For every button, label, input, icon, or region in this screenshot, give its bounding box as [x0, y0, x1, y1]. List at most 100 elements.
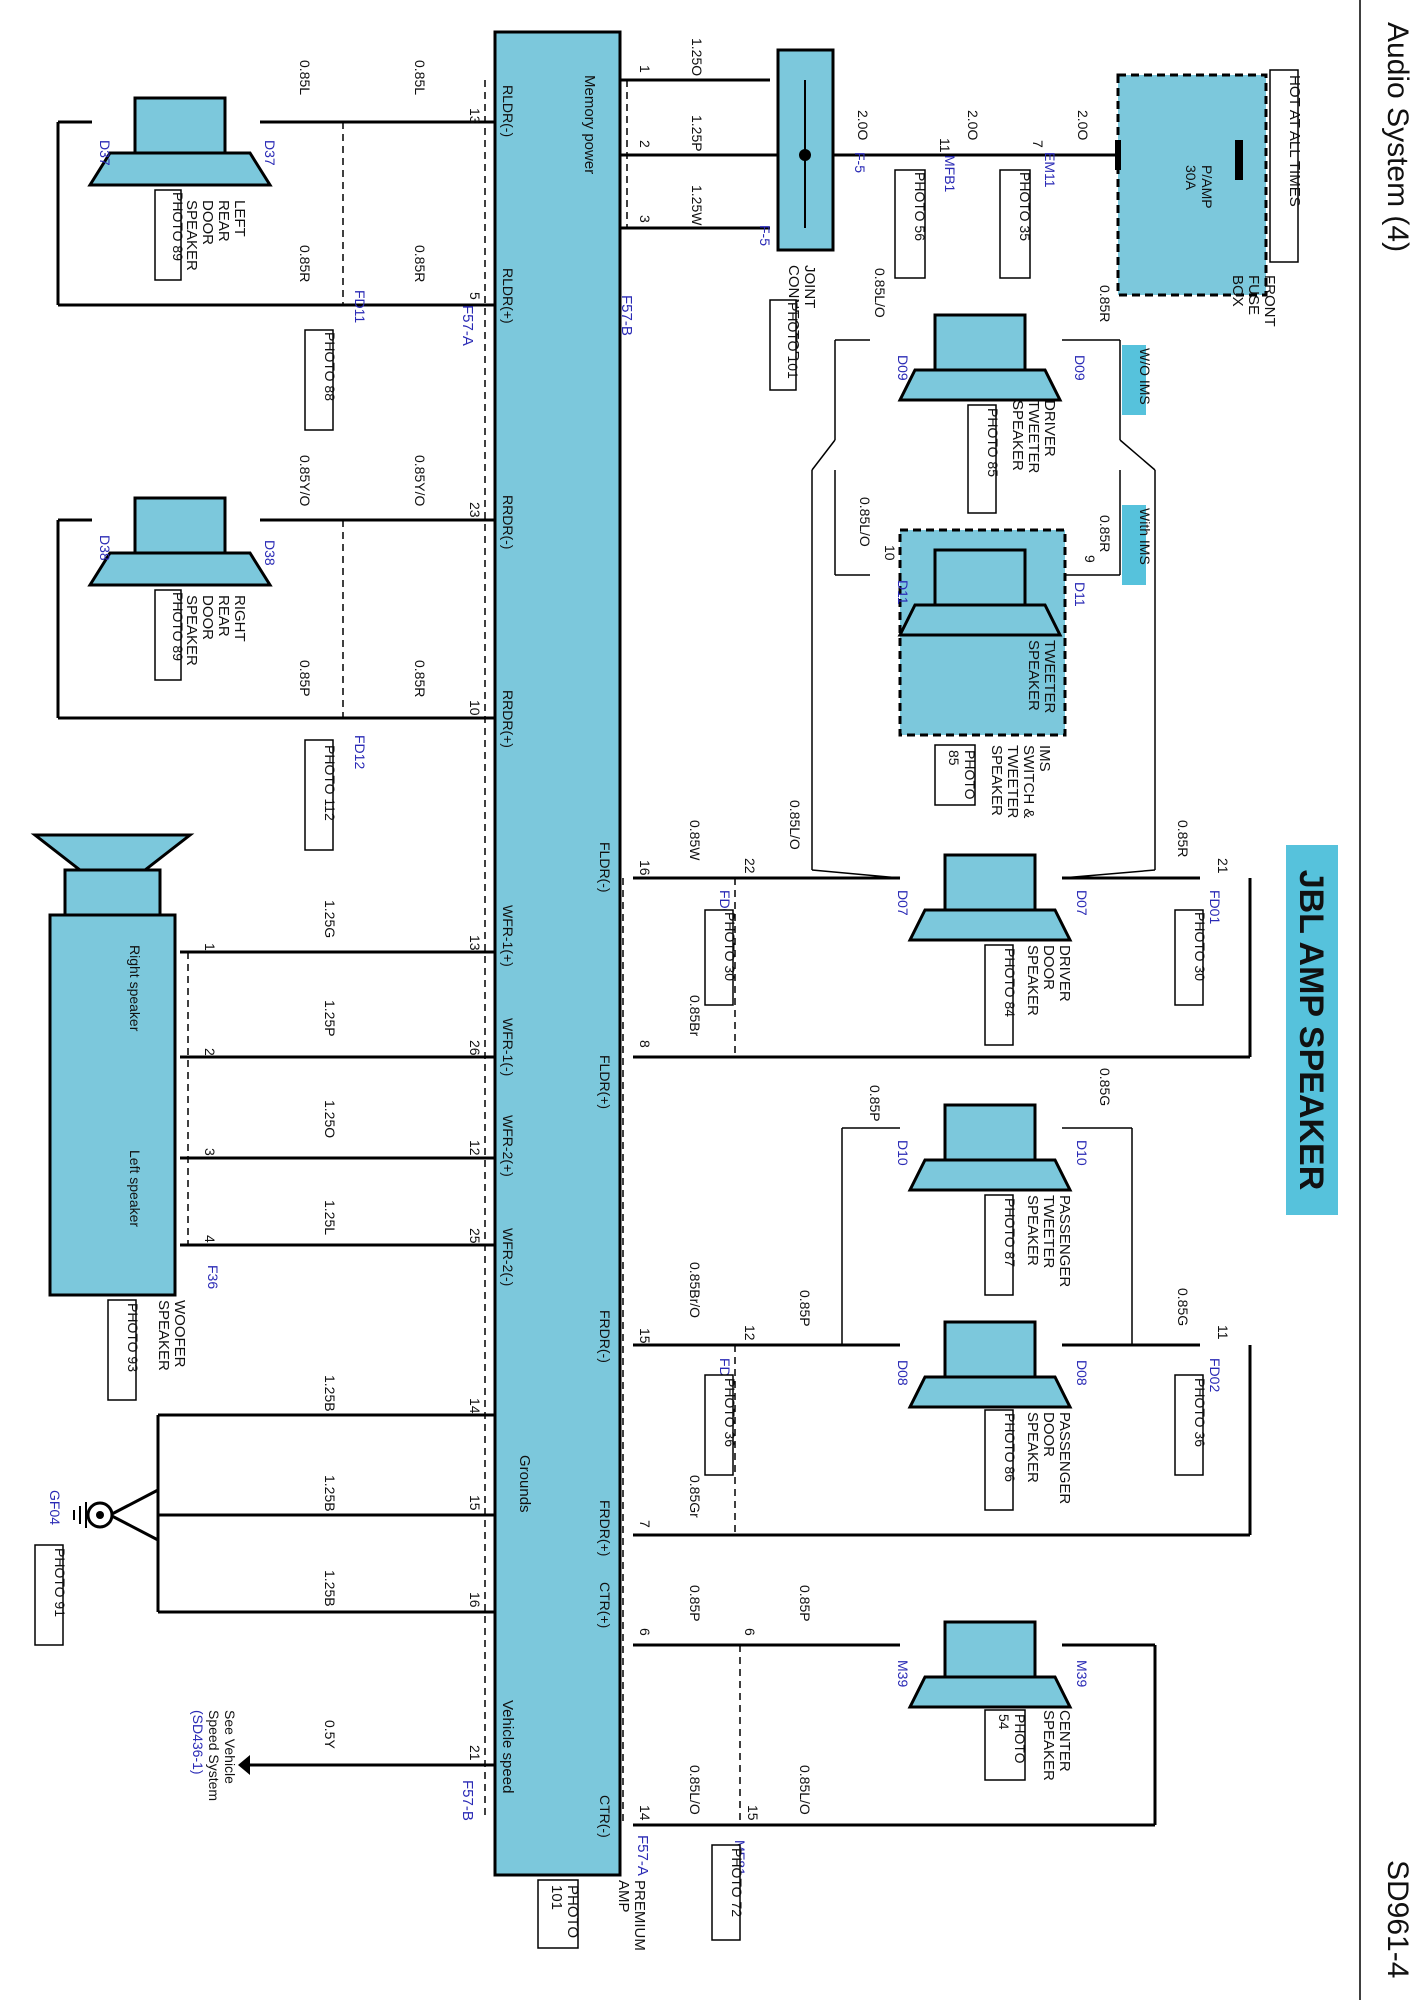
left-rear-door-speaker: LEFT REAR DOOR SPEAKER PHOTO 89 D37 D37 …	[87, 60, 428, 431]
mfb1: 11 MFB1 PHOTO 56 2.0O	[855, 110, 958, 279]
svg-text:1.25O: 1.25O	[689, 38, 705, 76]
right-rear-door-speaker: RIGHT REAR DOOR SPEAKER PHOTO 89 D38 D38…	[87, 455, 428, 851]
svg-text:GF04: GF04	[47, 1490, 63, 1525]
front-fuse-box	[1116, 73, 1268, 297]
svg-text:SPEAKER: SPEAKER	[1025, 640, 1042, 711]
svg-text:RIGHT: RIGHT	[231, 595, 248, 642]
svg-text:D37: D37	[97, 140, 113, 166]
svg-text:M39: M39	[1074, 1660, 1090, 1687]
svg-text:PASSENGER: PASSENGER	[1056, 1195, 1073, 1287]
svg-text:0.85L/O: 0.85L/O	[872, 268, 888, 318]
amp-pin-label: RRDR(-)	[500, 495, 516, 549]
svg-text:0.85L/O: 0.85L/O	[687, 1765, 703, 1815]
svg-text:1.25P: 1.25P	[689, 115, 705, 152]
svg-text:7: 7	[1030, 140, 1046, 148]
svg-text:PHOTO 30: PHOTO 30	[1192, 912, 1208, 981]
svg-text:PHOTO 101: PHOTO 101	[785, 302, 801, 379]
svg-text:0.85R: 0.85R	[412, 245, 428, 282]
svg-text:TWEETER: TWEETER	[1025, 400, 1042, 473]
svg-text:F57-B: F57-B	[459, 1780, 476, 1821]
svg-text:SPEAKER: SPEAKER	[1024, 1195, 1041, 1266]
svg-text:6: 6	[742, 1628, 758, 1636]
svg-text:(SD436-1): (SD436-1)	[190, 1710, 206, 1775]
amp-pin-label: WFR-1(-)	[500, 1018, 516, 1076]
svg-text:0.85Y/O: 0.85Y/O	[412, 455, 428, 506]
passenger-door-speaker: PASSENGER DOOR SPEAKER PHOTO 86 D08 D08 …	[687, 1262, 1231, 1518]
svg-text:MFB1: MFB1	[942, 155, 958, 193]
svg-text:0.85L: 0.85L	[297, 60, 313, 95]
ground-gf04: GF04 PHOTO 91 1.25B 1.25B 1.25B	[34, 1375, 338, 1646]
svg-text:SPEAKER: SPEAKER	[1024, 1412, 1041, 1483]
svg-text:PASSENGER: PASSENGER	[1056, 1412, 1073, 1504]
svg-text:D07: D07	[895, 890, 911, 916]
svg-text:2.0O: 2.0O	[1075, 110, 1091, 140]
svg-text:D11: D11	[895, 580, 911, 605]
svg-text:SPEAKER: SPEAKER	[1024, 945, 1041, 1016]
svg-text:PHOTO 36: PHOTO 36	[1192, 1378, 1208, 1447]
amp-pin-label: WFR-2(-)	[500, 1228, 516, 1286]
svg-text:TWEETER: TWEETER	[1040, 1195, 1057, 1268]
hot-at-all-times-frame	[1269, 69, 1299, 263]
svg-text:PHOTO 86: PHOTO 86	[1002, 1413, 1018, 1482]
svg-text:Memory power: Memory power	[581, 75, 598, 174]
svg-text:EM11: EM11	[1042, 152, 1058, 188]
svg-text:CENTER: CENTER	[1056, 1710, 1073, 1772]
amp-pin-number: 14	[637, 1805, 653, 1821]
svg-text:30A: 30A	[1183, 165, 1199, 191]
premium-amp-body	[493, 30, 622, 1877]
svg-text:0.85P: 0.85P	[797, 1290, 813, 1327]
svg-text:SPEAKER: SPEAKER	[1009, 400, 1026, 471]
svg-text:D08: D08	[1074, 1360, 1090, 1386]
svg-text:0.85Br/O: 0.85Br/O	[687, 1262, 703, 1318]
svg-text:0.85P: 0.85P	[867, 1085, 883, 1122]
amp-pin-label: RLDR(-)	[500, 85, 516, 137]
svg-text:D38: D38	[97, 535, 113, 561]
svg-text:F57-A: F57-A	[634, 1835, 651, 1876]
svg-text:DRIVER: DRIVER	[1056, 945, 1073, 1002]
svg-text:PHOTO 89: PHOTO 89	[170, 592, 186, 661]
svg-text:SWITCH &: SWITCH &	[1020, 745, 1037, 818]
svg-text:F57-B: F57-B	[618, 295, 635, 336]
svg-text:22: 22	[742, 858, 758, 874]
svg-text:REAR: REAR	[215, 595, 232, 637]
amp-pin-number: 26	[467, 1040, 483, 1056]
svg-text:PHOTO: PHOTO	[564, 1885, 581, 1938]
svg-text:P/AMP: P/AMP	[1199, 165, 1215, 209]
svg-text:Speed System: Speed System	[206, 1710, 222, 1801]
amp-pin-number: 16	[637, 860, 653, 876]
svg-text:PREMIUM: PREMIUM	[631, 1880, 648, 1951]
svg-text:PHOTO 56: PHOTO 56	[912, 172, 928, 241]
svg-text:15: 15	[745, 1805, 761, 1821]
svg-text:9: 9	[1082, 555, 1098, 563]
fuse-box-text: HOT AT ALL TIMES FRONT FUSE BOX P/AMP 30…	[1030, 75, 1303, 327]
svg-text:D09: D09	[895, 355, 911, 381]
svg-text:IMS: IMS	[1036, 745, 1053, 772]
svg-text:PHOTO 89: PHOTO 89	[170, 192, 186, 261]
svg-text:11: 11	[1215, 1325, 1231, 1340]
svg-text:0.85P: 0.85P	[797, 1585, 813, 1622]
page-title: Audio System (4)	[1381, 22, 1414, 252]
center-speaker: CENTER SPEAKER PHOTO 54 M39 M39 MF81 PHO…	[687, 1585, 1090, 1941]
svg-text:HOT AT ALL TIMES: HOT AT ALL TIMES	[1286, 75, 1303, 207]
svg-text:PHOTO: PHOTO	[1012, 1714, 1028, 1764]
svg-text:See Vehicle: See Vehicle	[222, 1710, 238, 1784]
amp-pin-number: 1	[637, 65, 653, 73]
svg-text:FUSE: FUSE	[1245, 275, 1262, 315]
svg-text:PHOTO 91: PHOTO 91	[52, 1548, 68, 1617]
svg-text:Grounds: Grounds	[516, 1455, 533, 1513]
svg-text:FD01: FD01	[1207, 890, 1223, 924]
svg-text:PHOTO 88: PHOTO 88	[322, 332, 338, 401]
banner: JBL AMP SPEAKER	[1292, 870, 1330, 1191]
svg-text:D37: D37	[262, 140, 278, 166]
svg-text:PHOTO 36: PHOTO 36	[722, 1378, 738, 1447]
svg-text:PHOTO 87: PHOTO 87	[1002, 1198, 1018, 1267]
amp-pin-label: RRDR(+)	[500, 690, 516, 748]
svg-text:1.25B: 1.25B	[322, 1475, 338, 1512]
svg-text:0.85L: 0.85L	[412, 60, 428, 95]
svg-text:FD02: FD02	[1207, 1358, 1223, 1392]
svg-text:D08: D08	[895, 1360, 911, 1386]
svg-text:85: 85	[946, 750, 962, 766]
amp-pin-label: WFR-1(+)	[500, 905, 516, 967]
amp-pin-label: FRDR(-)	[597, 1310, 613, 1363]
amp-pins: RLDR(-) 13 RLDR(+) 5 RRDR(-) 23 RRDR(+) …	[467, 65, 653, 1838]
